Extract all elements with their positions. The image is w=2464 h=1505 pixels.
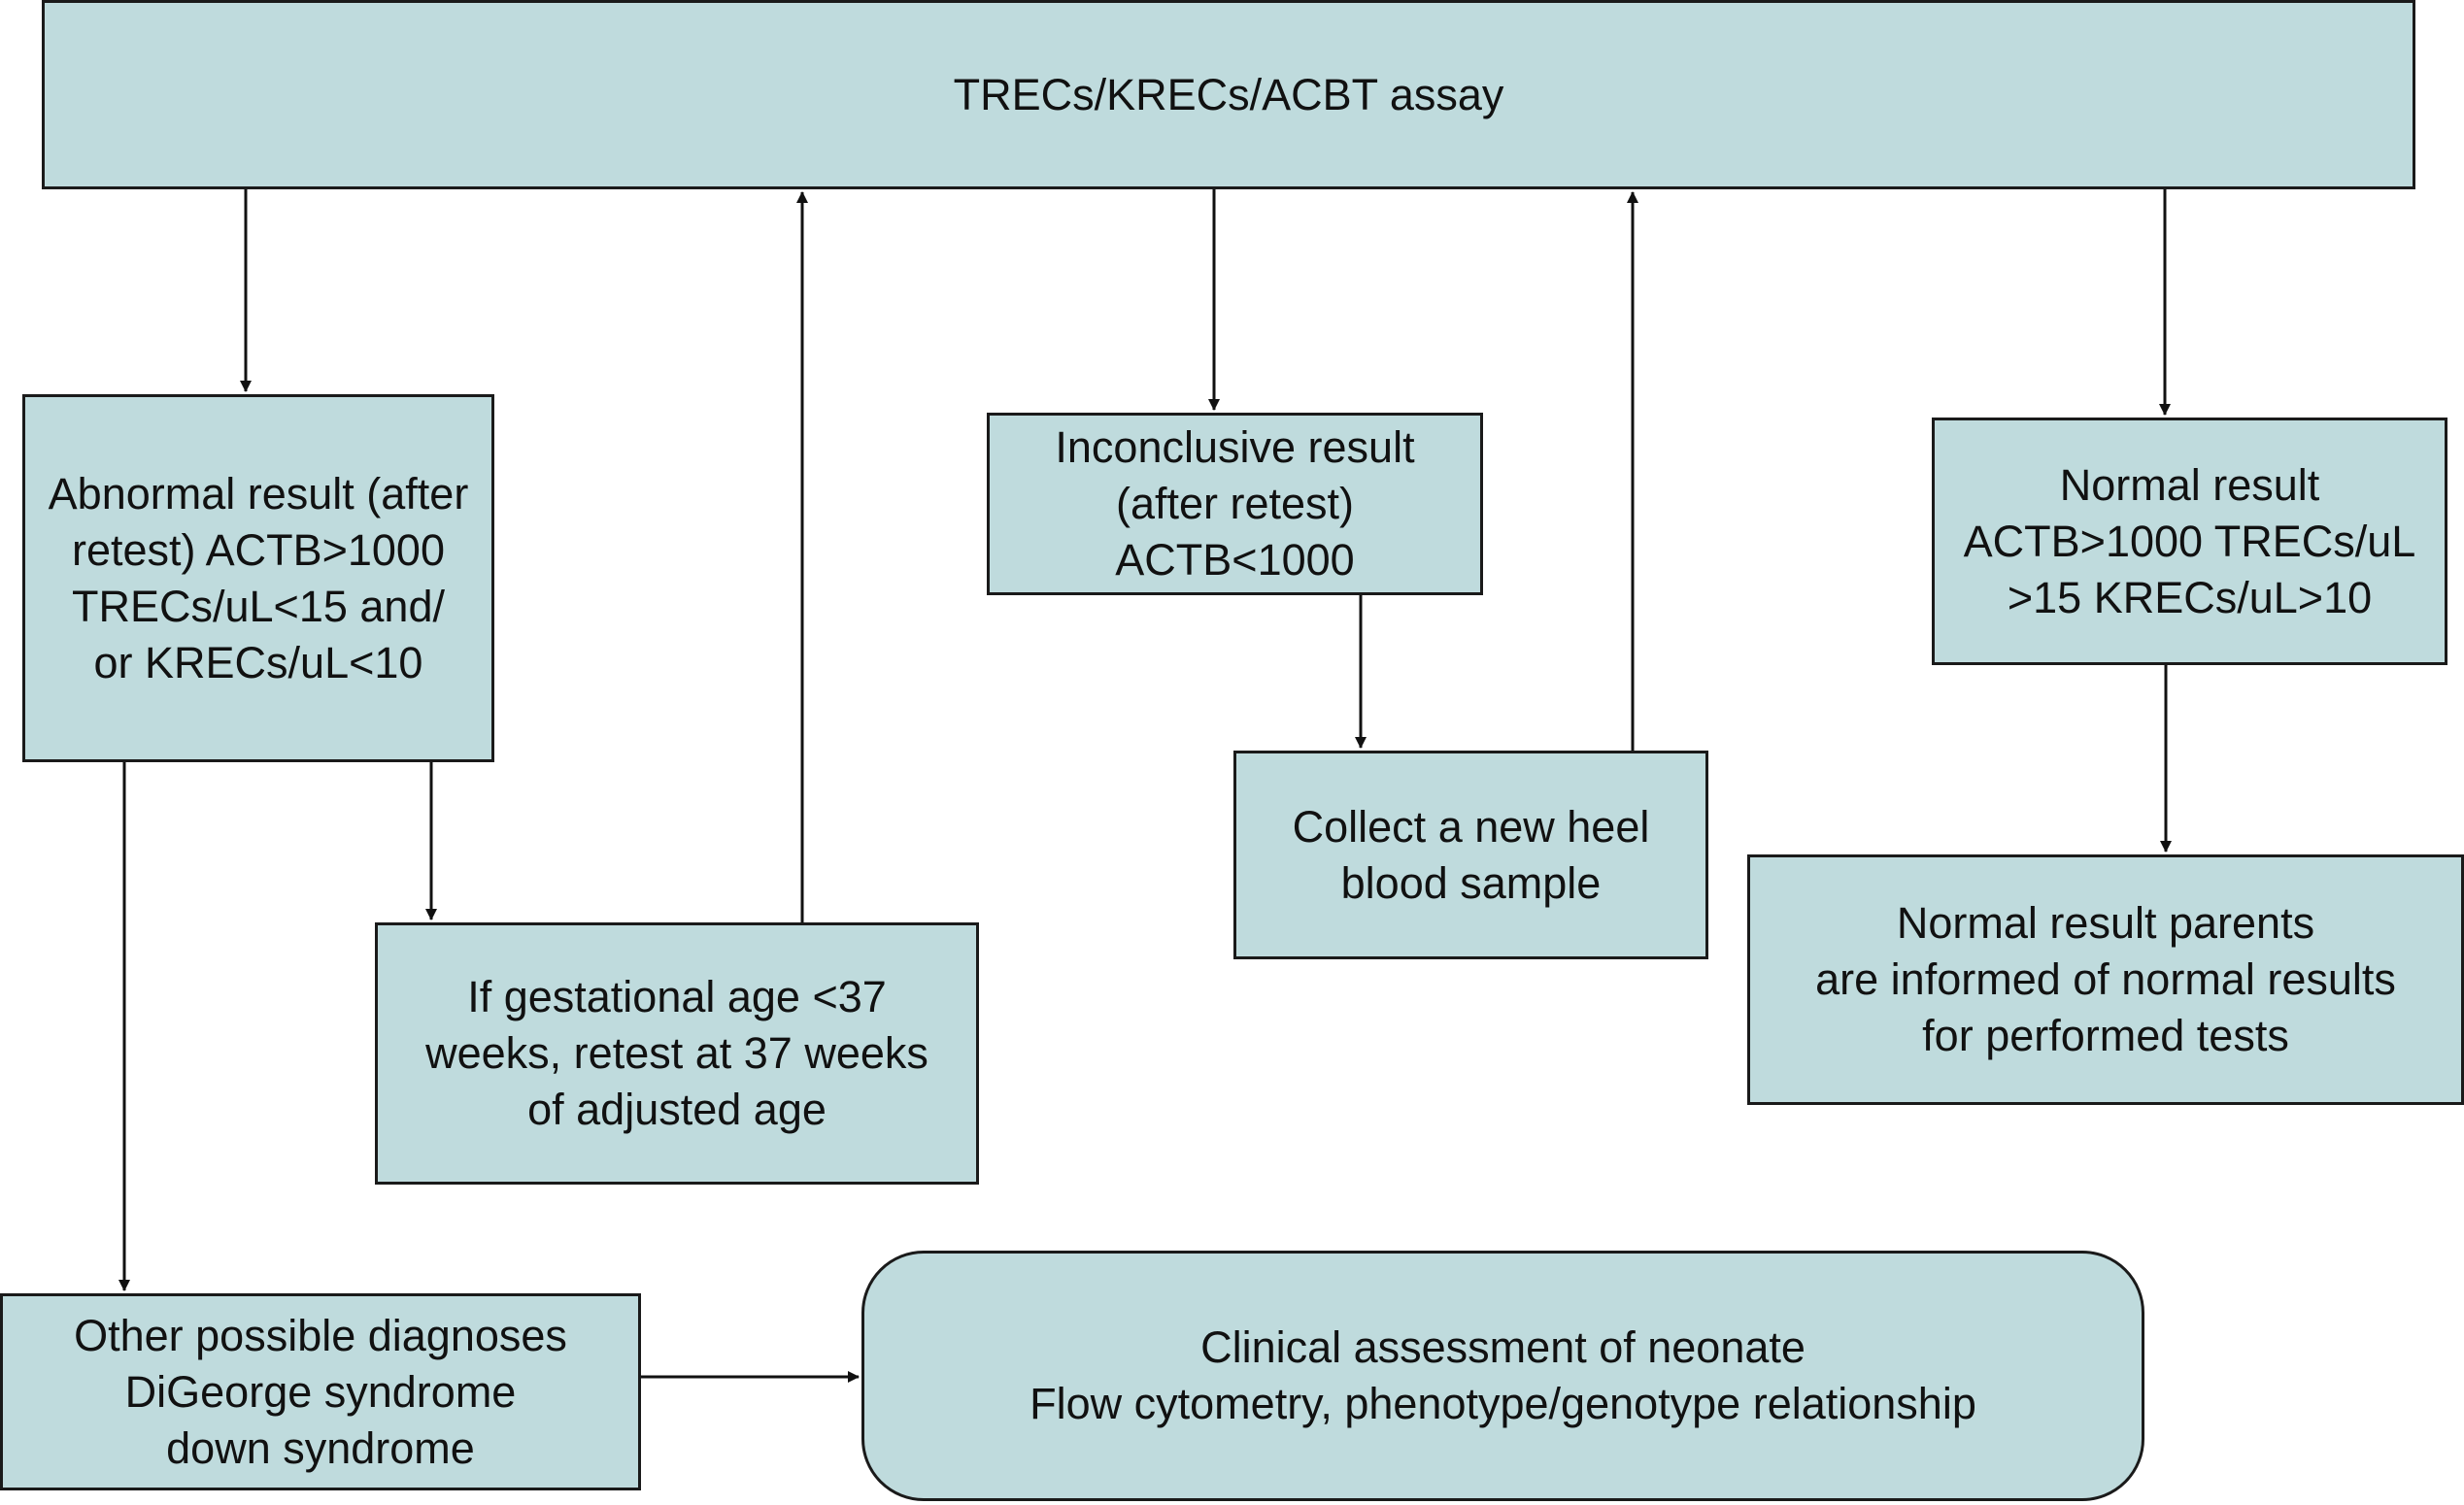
other-diagnoses-label: Other possible diagnoses DiGeorge syndro… <box>74 1310 567 1473</box>
abnormal-result-node: Abnormal result (after retest) ACTB>1000… <box>22 394 494 762</box>
assay-node: TRECs/KRECs/ACBT assay <box>42 0 2415 189</box>
other-diagnoses-node: Other possible diagnoses DiGeorge syndro… <box>0 1293 641 1490</box>
heel-sample-label: Collect a new heel blood sample <box>1292 801 1650 908</box>
clinical-assessment-label: Clinical assessment of neonate Flow cyto… <box>1029 1322 1976 1428</box>
assay-node-label: TRECs/KRECs/ACBT assay <box>953 69 1504 119</box>
heel-sample-node: Collect a new heel blood sample <box>1233 751 1708 959</box>
inconclusive-result-label: Inconclusive result (after retest) ACTB<… <box>1055 422 1415 585</box>
parents-informed-node: Normal result parents are informed of no… <box>1747 854 2464 1105</box>
normal-result-node: Normal result ACTB>1000 TRECs/uL >15 KRE… <box>1932 418 2447 665</box>
normal-result-label: Normal result ACTB>1000 TRECs/uL >15 KRE… <box>1963 459 2416 622</box>
gestational-retest-label: If gestational age <37 weeks, retest at … <box>425 972 928 1134</box>
parents-informed-label: Normal result parents are informed of no… <box>1815 898 2396 1060</box>
abnormal-result-label: Abnormal result (after retest) ACTB>1000… <box>48 468 469 687</box>
clinical-assessment-node: Clinical assessment of neonate Flow cyto… <box>861 1251 2144 1501</box>
gestational-retest-node: If gestational age <37 weeks, retest at … <box>375 922 979 1185</box>
inconclusive-result-node: Inconclusive result (after retest) ACTB<… <box>987 413 1483 595</box>
